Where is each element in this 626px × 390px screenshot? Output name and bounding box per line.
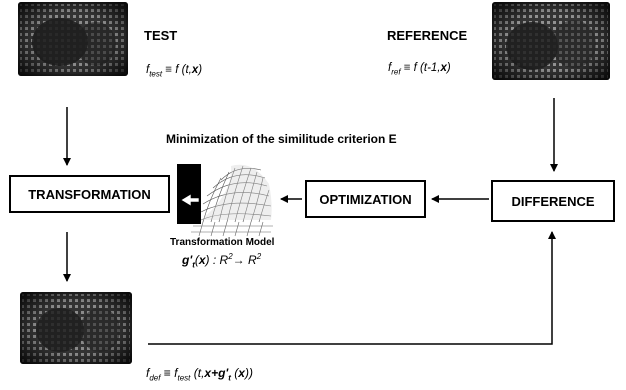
reference-label: REFERENCE [387,28,468,43]
reference-formula: fref ≡ f (t-1,x) [388,62,451,77]
mesh-base-block [177,164,201,224]
test-image-picture [18,2,128,76]
transformation-label: TRANSFORMATION [28,186,151,202]
difference-box: DIFFERENCE [491,180,615,222]
mesh-pointer-arrow [180,193,200,207]
reference-image-picture [492,2,610,80]
test-formula: ftest ≡ f (t,x) [146,64,203,79]
test-image [18,2,128,76]
deformed-formula: fdef ≡ ftest (t,x+g't (x)) [146,366,253,383]
reference-image [492,2,610,80]
arrow-deformed-to-difference [148,231,556,345]
optimization-box: OPTIMIZATION [305,180,426,218]
criterion-title: Minimization of the similitude criterion… [166,132,397,146]
deformed-image [20,292,132,364]
mesh-floor [191,221,273,237]
transformation-model-mesh [173,160,275,238]
deformed-image-picture [20,292,132,364]
optimization-label: OPTIMIZATION [319,191,412,207]
transformation-model-title: Transformation Model [170,237,275,248]
test-label: TEST [144,28,178,43]
transformation-box: TRANSFORMATION [9,175,170,213]
mesh-grid [200,165,272,223]
difference-label: DIFFERENCE [511,193,595,209]
transformation-model-formula: g't(x) : R2→ R2 [182,252,262,270]
